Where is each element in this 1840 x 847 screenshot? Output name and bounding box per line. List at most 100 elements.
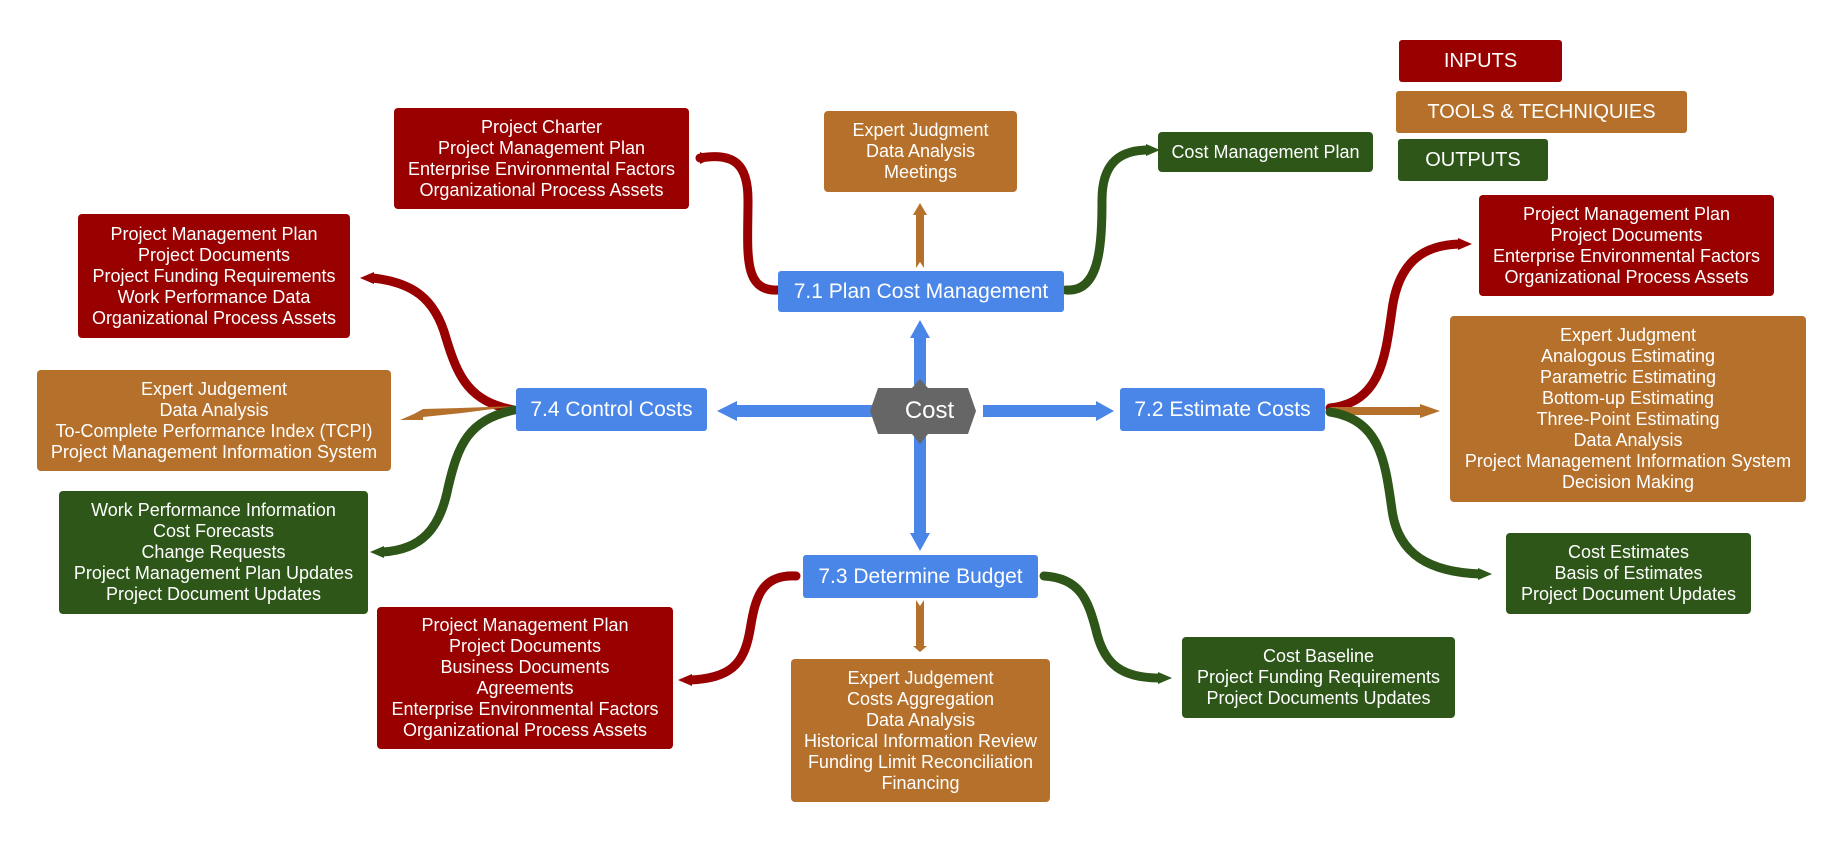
center-cost-label: Cost <box>904 397 955 424</box>
control-tools-connector <box>400 406 516 420</box>
plan-output-item: Cost Management Plan <box>1171 141 1360 162</box>
estimate-tool-item: Bottom-up Estimating <box>1541 388 1715 408</box>
plan-input-item: Project Management Plan <box>437 137 646 158</box>
legend-inputs-label: INPUTS <box>1443 49 1518 72</box>
plan-outputs-box: Cost Management Plan <box>1158 132 1373 172</box>
control-input-item: Work Performance Data <box>117 286 311 307</box>
spoke-up <box>910 320 930 385</box>
control-input-item: Project Management Plan <box>110 223 318 244</box>
control-tool-item: Data Analysis <box>159 399 269 420</box>
plan-input-item: Organizational Process Assets <box>419 179 664 200</box>
budget-outputs-connector <box>1039 571 1165 683</box>
control-tool-item: To-Complete Performance Index (TCPI) <box>55 420 373 441</box>
legend-tools-label: TOOLS & TECHNIQUIES <box>1427 100 1656 123</box>
plan-tools-box: Expert Judgment Data Analysis Meetings <box>824 111 1017 192</box>
process-control-label: 7.4 Control Costs <box>530 398 693 421</box>
process-estimate-label: 7.2 Estimate Costs <box>1134 398 1311 421</box>
control-input-item: Project Funding Requirements <box>92 265 336 286</box>
control-tool-item: Expert Judgement <box>140 378 288 399</box>
budget-inputs-box: Project Management Plan Project Document… <box>377 607 673 749</box>
budget-tool-item: Data Analysis <box>865 709 976 730</box>
process-budget-label: 7.3 Determine Budget <box>818 565 1023 588</box>
plan-tool-item: Meetings <box>883 162 958 182</box>
estimate-input-item: Project Documents <box>1550 224 1703 245</box>
process-control-costs[interactable]: 7.4 Control Costs <box>516 388 707 431</box>
estimate-tool-item: Parametric Estimating <box>1539 367 1717 387</box>
control-input-item: Organizational Process Assets <box>91 307 337 328</box>
control-tool-item: Project Management Information System <box>50 441 378 462</box>
estimate-output-item: Cost Estimates <box>1567 542 1690 562</box>
budget-outputs-box: Cost Baseline Project Funding Requiremen… <box>1182 637 1455 718</box>
estimate-tool-item: Decision Making <box>1561 472 1695 492</box>
control-output-item: Change Requests <box>141 542 286 562</box>
budget-tool-item: Expert Judgement <box>847 667 994 688</box>
budget-tool-item: Costs Aggregation <box>846 688 995 709</box>
control-tools-box: Expert Judgement Data Analysis To-Comple… <box>37 370 391 471</box>
estimate-inputs-connector <box>1325 239 1465 413</box>
budget-input-item: Project Management Plan <box>421 615 629 635</box>
estimate-input-item: Enterprise Environmental Factors <box>1492 245 1761 266</box>
budget-tool-item: Historical Information Review <box>803 730 1038 751</box>
budget-input-item: Project Documents <box>448 636 602 656</box>
estimate-outputs-box: Cost Estimates Basis of Estimates Projec… <box>1506 533 1751 614</box>
budget-tool-item: Funding Limit Reconciliation <box>807 751 1034 772</box>
budget-input-item: Organizational Process Assets <box>402 720 648 740</box>
estimate-tools-connector <box>1330 404 1440 418</box>
control-inputs-arrowhead <box>360 272 374 284</box>
estimate-output-item: Basis of Estimates <box>1554 563 1703 583</box>
budget-output-item: Project Funding Requirements <box>1196 667 1441 687</box>
estimate-inputs-box: Project Management Plan Project Document… <box>1479 195 1774 296</box>
estimate-outputs-connector <box>1325 407 1485 579</box>
budget-outputs-arrowhead <box>1158 672 1172 684</box>
budget-inputs-connector <box>685 571 801 685</box>
plan-input-item: Enterprise Environmental Factors <box>407 158 676 179</box>
legend-inputs: INPUTS <box>1399 40 1562 82</box>
control-outputs-arrowhead <box>370 546 384 558</box>
plan-tool-item: Expert Judgment <box>852 120 989 140</box>
estimate-output-item: Project Document Updates <box>1520 584 1737 604</box>
control-output-item: Cost Forecasts <box>152 521 275 541</box>
legend-outputs: OUTPUTS <box>1398 139 1548 181</box>
control-inputs-connector <box>367 273 519 415</box>
budget-tools-box: Expert Judgement Costs Aggregation Data … <box>791 659 1050 802</box>
budget-input-item: Business Documents <box>440 657 610 677</box>
estimate-inputs-arrowhead <box>1458 238 1472 250</box>
estimate-tool-item: Data Analysis <box>1573 430 1683 450</box>
control-outputs-box: Work Performance Information Cost Foreca… <box>59 491 368 614</box>
budget-inputs-arrowhead <box>678 674 692 686</box>
budget-input-item: Agreements <box>476 678 574 698</box>
center-octagon <box>870 379 976 444</box>
plan-tool-item: Data Analysis <box>865 141 976 161</box>
process-plan-cost-management[interactable]: 7.1 Plan Cost Management <box>778 271 1064 312</box>
estimate-outputs-arrowhead <box>1478 568 1492 580</box>
control-output-item: Work Performance Information <box>91 500 336 520</box>
process-determine-budget[interactable]: 7.3 Determine Budget <box>803 555 1038 598</box>
spoke-down <box>910 437 930 551</box>
estimate-tools-box: Expert Judgment Analogous Estimating Par… <box>1450 316 1806 502</box>
process-estimate-costs[interactable]: 7.2 Estimate Costs <box>1120 388 1325 431</box>
estimate-tool-item: Project Management Information System <box>1464 451 1792 471</box>
control-input-item: Project Documents <box>137 244 291 265</box>
plan-inputs-connector <box>695 152 783 295</box>
control-output-item: Project Document Updates <box>105 584 322 604</box>
estimate-input-item: Project Management Plan <box>1522 203 1731 224</box>
legend-outputs-label: OUTPUTS <box>1425 148 1521 171</box>
plan-outputs-connector <box>1061 145 1153 295</box>
center-spokes <box>717 320 1114 551</box>
control-output-item: Project Management Plan Updates <box>73 563 354 583</box>
budget-output-item: Cost Baseline <box>1262 646 1375 666</box>
estimate-tool-item: Three-Point Estimating <box>1536 409 1720 429</box>
control-inputs-box: Project Management Plan Project Document… <box>78 214 350 338</box>
budget-tool-item: Financing <box>881 772 960 793</box>
estimate-tool-item: Expert Judgment <box>1559 325 1697 345</box>
plan-outputs-arrowhead <box>1146 144 1160 156</box>
control-outputs-connector <box>377 405 519 557</box>
budget-tools-connector <box>913 600 927 652</box>
plan-tools-connector <box>913 203 927 268</box>
estimate-tool-item: Analogous Estimating <box>1540 346 1716 366</box>
budget-output-item: Project Documents Updates <box>1206 688 1431 708</box>
plan-input-item: Project Charter <box>480 116 603 137</box>
budget-input-item: Enterprise Environmental Factors <box>391 699 659 719</box>
process-plan-label: 7.1 Plan Cost Management <box>793 280 1049 303</box>
